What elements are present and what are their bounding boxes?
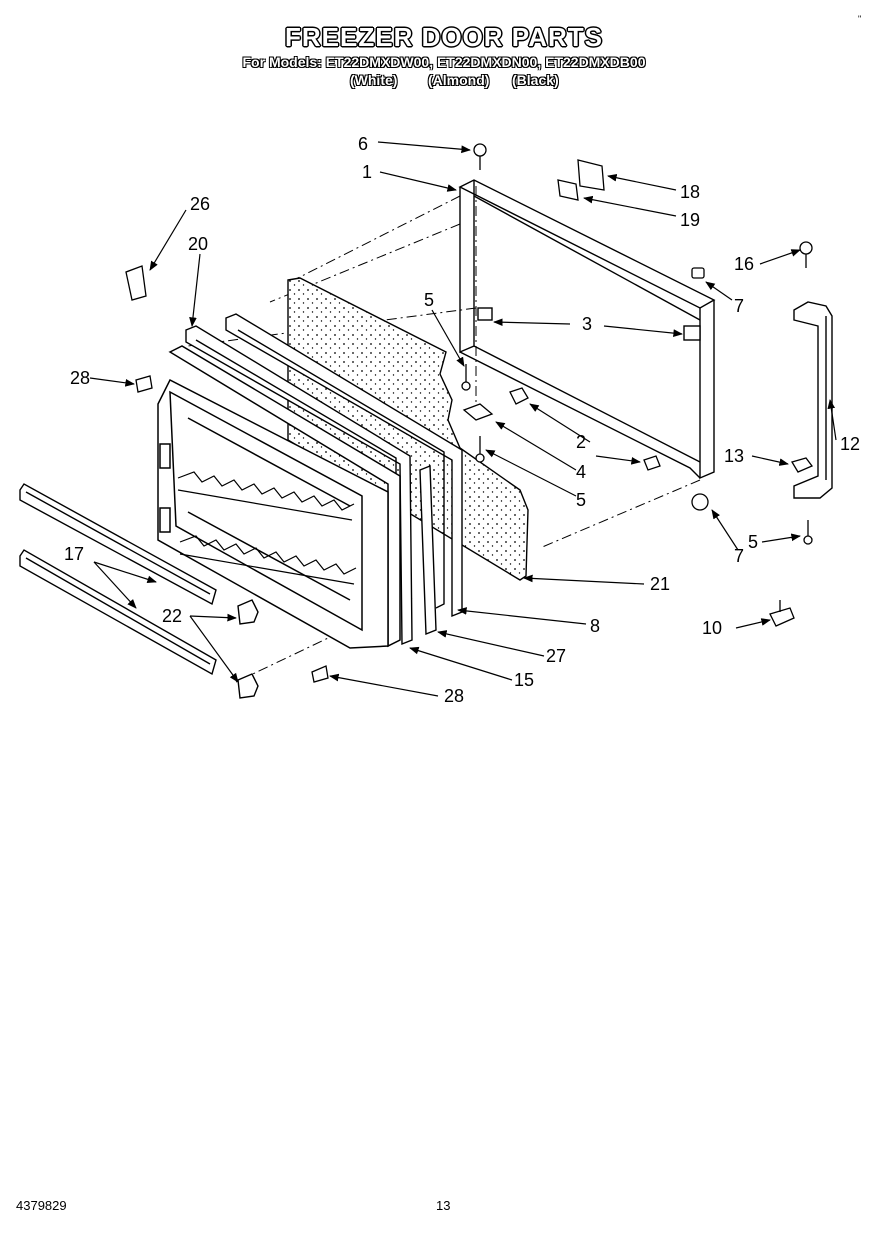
document-number: 4379829 (16, 1198, 67, 1213)
door-frame (458, 179, 716, 480)
door-inner-liner (157, 345, 401, 649)
callout-5-right: 5 (748, 532, 758, 552)
callout-21: 21 (650, 574, 670, 594)
variant-white: (White) (350, 72, 398, 88)
callout-19: 19 (680, 210, 700, 230)
callout-5-top: 5 (424, 290, 434, 310)
callout-26: 26 (190, 194, 210, 214)
callout-7-bottom: 7 (734, 546, 744, 566)
hinge (793, 301, 833, 499)
callout-leaders (89, 141, 837, 697)
end-caps (237, 599, 259, 699)
shelf-ribs (177, 471, 357, 585)
callout-8: 8 (590, 616, 600, 636)
callout-28-bottom: 28 (444, 686, 464, 706)
callout-27: 27 (546, 646, 566, 666)
callout-2: 2 (576, 432, 586, 452)
callout-10: 10 (702, 618, 722, 638)
callout-6: 6 (358, 134, 368, 154)
callout-18: 18 (680, 182, 700, 202)
page-title: FREEZER DOOR PARTS (285, 22, 603, 52)
callout-15: 15 (514, 670, 534, 690)
callout-20: 20 (188, 234, 208, 254)
page-number: 13 (436, 1198, 451, 1213)
callout-12: 12 (840, 434, 860, 454)
color-variants: (White) (Almond) (Black) (0, 72, 888, 90)
hardware (125, 143, 814, 683)
callout-17: 17 (64, 544, 84, 564)
callout-3: 3 (582, 314, 592, 334)
handle-trims (19, 483, 217, 676)
callout-28-left: 28 (70, 368, 90, 388)
callout-22: 22 (162, 606, 182, 626)
variant-almond: (Almond) (428, 72, 490, 88)
callout-7-top: 7 (734, 296, 744, 316)
callout-1: 1 (362, 162, 372, 182)
door-liner-seal (225, 313, 463, 636)
variant-black: (Black) (512, 72, 559, 88)
callout-13: 13 (724, 446, 744, 466)
corner-mark: " (858, 14, 862, 24)
callout-16: 16 (734, 254, 754, 274)
callout-5-mid: 5 (576, 490, 586, 510)
callout-4: 4 (576, 462, 586, 482)
callout-numbers: 6 1 18 19 26 20 28 5 3 2 4 5 7 16 12 13 … (64, 134, 860, 706)
models-line: For Models: ET22DMXDW00, ET22DMXDN00, ET… (242, 54, 646, 70)
